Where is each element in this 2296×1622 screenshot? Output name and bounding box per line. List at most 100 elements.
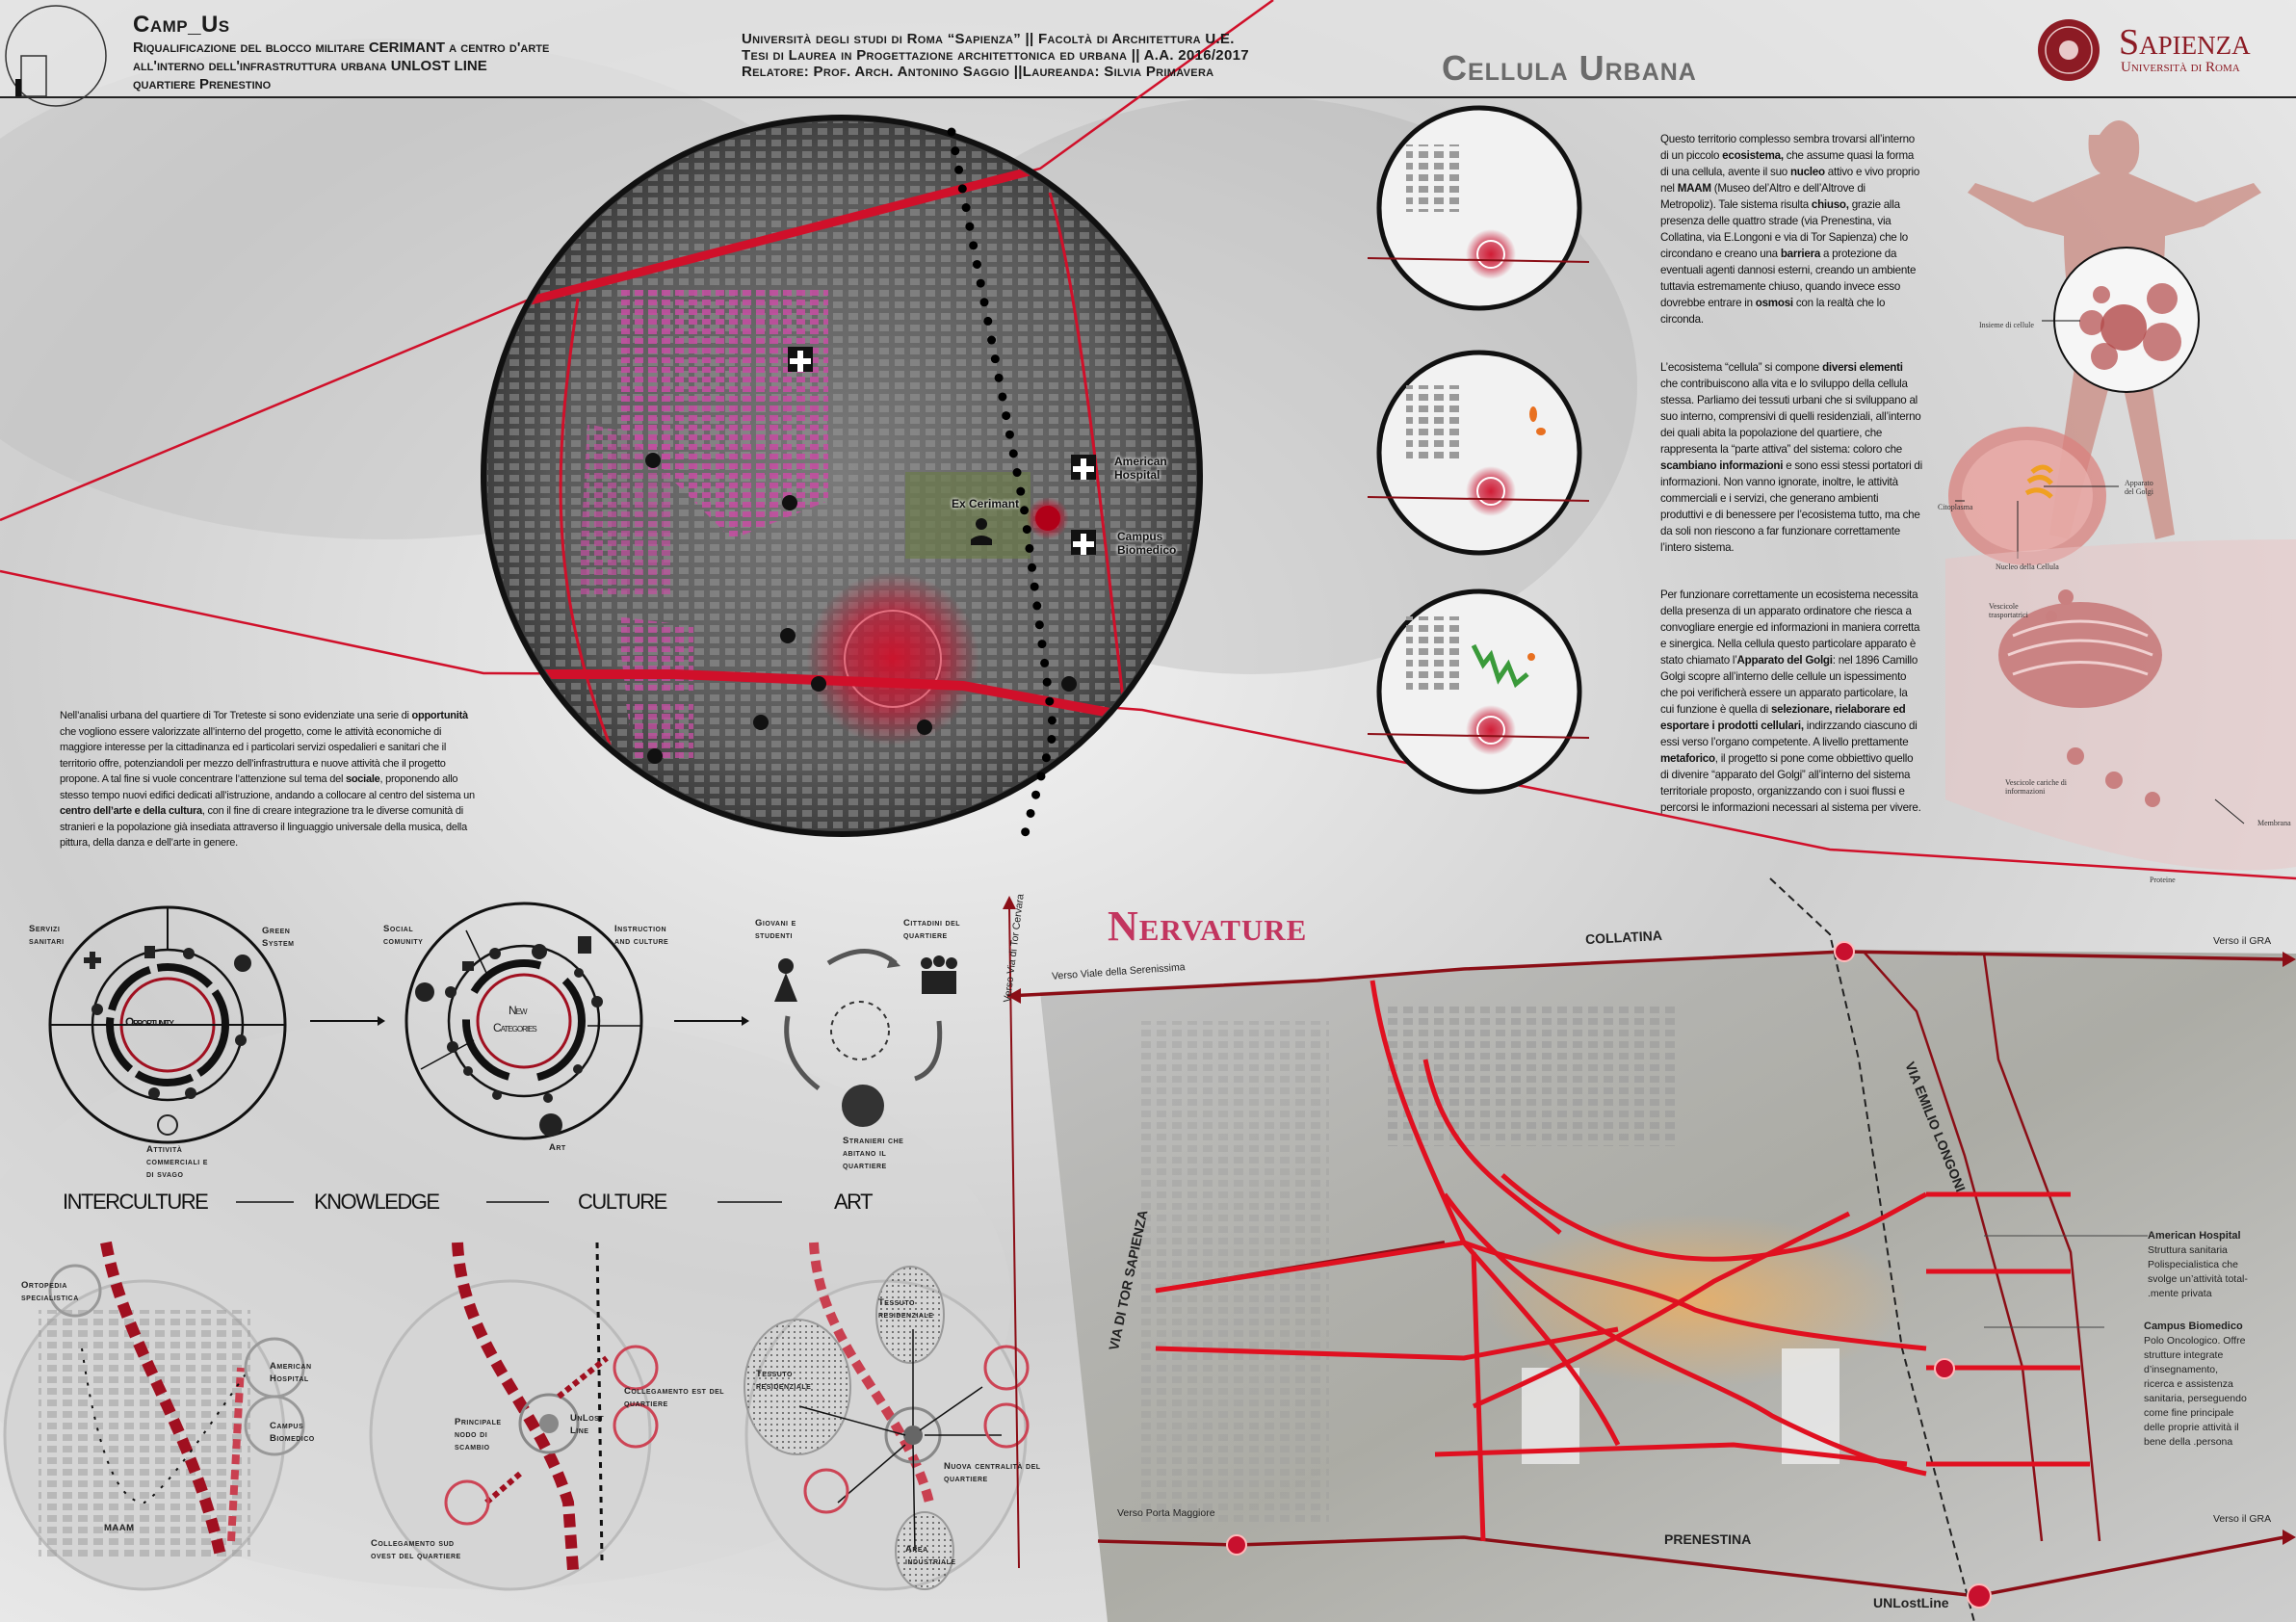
road-label-unlost: UNLostLine <box>1873 1595 1949 1610</box>
label-ortopedia: Ortopedia specialistica <box>21 1280 79 1303</box>
soldier-icon <box>971 518 992 545</box>
label-collegamento-sud-ovest: Collegamento sud ovest del quartiere <box>371 1538 461 1561</box>
road-line-south <box>0 569 2296 880</box>
cell-text-golgi: Per funzionare correttamente un ecosiste… <box>1660 587 1922 816</box>
label-collegamento-est: Collegamento est del quartiere <box>624 1386 725 1409</box>
label-instruction-culture: Instruction and culture <box>614 924 669 947</box>
dollar-icons <box>645 453 1077 764</box>
text-run: indirzzando ciascuno di essi verso l’org… <box>1660 719 1918 748</box>
via-collatina <box>1006 950 2285 998</box>
thesis-line: Tesi di Laurea in Progettazione architet… <box>742 47 1249 64</box>
bold-term: barriera <box>1780 248 1821 260</box>
bold-term: MAAM <box>1677 182 1711 195</box>
label-maam: MAAM <box>104 1523 135 1533</box>
sapienza-logo-name: Sapienza <box>2119 22 2251 63</box>
cell-text-ecosystem: Questo territorio complesso sembra trova… <box>1660 131 1922 327</box>
label-tessuto-residenziale-2: Tessuto residenziale <box>756 1369 812 1392</box>
culture-icons <box>415 936 603 1137</box>
text-run: a protezione da eventuali agenti dannosi… <box>1660 248 1917 309</box>
text-run: , proponendo allo stesso tempo nuovi edi… <box>60 773 475 801</box>
nervature-title: Nervature <box>1108 903 1308 950</box>
nervature-map <box>1003 877 2296 1622</box>
via-prenestina <box>1097 1535 2285 1598</box>
bold-term: opportunità <box>411 710 469 721</box>
text-run: : nel 1896 Camillo Golgi scopre all’inte… <box>1660 654 1918 716</box>
road-label-prenestina: PRENESTINA <box>1664 1531 1752 1547</box>
label-green-system: Green System <box>262 926 295 949</box>
hospital-icon <box>1071 455 1096 480</box>
bold-term: centro dell’arte e della cultura <box>60 805 202 817</box>
text-run: L’ecosistema “cellula” si compone <box>1660 361 1823 374</box>
bold-term: osmosi <box>1755 297 1793 309</box>
text-run: , il progetto si pone come obbiettivo qu… <box>1660 752 1921 814</box>
cell-diagram-1 <box>1367 105 1590 311</box>
bold-term: diversi elementi <box>1822 361 1903 374</box>
american-hospital-desc: Struttura sanitaria Polispecialistica ch… <box>2148 1244 2248 1299</box>
label-ex-cerimant: Ex Cerimant <box>952 497 1020 510</box>
golgi-illustration <box>1945 539 2296 871</box>
label-art: Art <box>549 1142 566 1153</box>
campus-biomedico-title: Campus Biomedico <box>2144 1321 2243 1332</box>
hospital-icon <box>1071 530 1096 555</box>
categories-wheel <box>404 902 643 1140</box>
flow-interculture: INTERCULTURE <box>63 1190 209 1214</box>
label-stranieri: Stranieri che abitano il quartiere <box>843 1136 904 1171</box>
bold-term: Apparato del Golgi <box>1736 654 1833 667</box>
unlost-line-dashed <box>1769 877 1975 1622</box>
supervisor-line: Relatore: Prof. Arch. Antonino Saggio ||… <box>742 64 1214 80</box>
label-proteins: Proteine <box>2150 876 2176 884</box>
cell-diagram-2 <box>1367 350 1590 556</box>
label-american-hospital-scheme: American Hospital <box>270 1361 312 1384</box>
label-vesicles-transport: Vescicole trasportatrici <box>1989 602 2028 619</box>
via-longoni <box>1863 951 2044 1542</box>
aerial-map-circle <box>481 115 1203 839</box>
unlost-line-dotted <box>947 127 1058 839</box>
text-run: che assume quasi la forma di una cellula… <box>1660 149 1915 178</box>
maam-nucleus <box>806 572 979 746</box>
label-cittadini: Cittadini del quartiere <box>903 918 961 941</box>
university-info: Università degli studi di Roma “Sapienza… <box>742 31 1249 80</box>
label-membrane: Membrana <box>2257 819 2291 827</box>
text-run: e sono essi stessi portatori di informaz… <box>1660 459 1922 554</box>
label-nuova-centralita: Nuova centralità del quartiere <box>944 1461 1041 1484</box>
label-verso-gra-bottom: Verso il GRA <box>2213 1513 2272 1525</box>
opportunity-center-label: Opportunity <box>125 1015 174 1029</box>
new-categories-label-1: New <box>509 1004 528 1017</box>
opportunity-wheel <box>48 905 287 1144</box>
campus-biomedico-desc: Polo Oncologico. Offre strutture integra… <box>2144 1335 2247 1448</box>
label-verso-gra-top: Verso il GRA <box>2213 935 2272 947</box>
label-area-industriale: Area industriale <box>905 1544 956 1567</box>
red-nerve-network <box>1155 980 2090 1542</box>
label-vesicles-info: Vescicole cariche di informazioni <box>2005 778 2067 796</box>
cell-text-elements: L’ecosistema “cellula” si compone divers… <box>1660 359 1922 556</box>
text-run: (Museo del’Altro e dell’Altrove di Metro… <box>1660 182 1866 211</box>
node-markers <box>1226 941 1992 1609</box>
subtitle-line: all'interno dell'infrastruttura urbana U… <box>133 58 487 74</box>
label-american-hospital: American Hospital <box>1114 455 1167 482</box>
bold-term: metaforico <box>1660 752 1715 765</box>
label-campus-biomedico: Campus Biomedico <box>1117 530 1177 557</box>
label-cells: Insieme di cellule <box>1979 321 2034 329</box>
ex-cerimant-area <box>905 472 1031 559</box>
sapienza-logo-subtitle: Università di Roma <box>2121 60 2240 75</box>
bold-term: nucleo <box>1789 166 1825 178</box>
label-nodo-scambio: Principale nodo di scambio <box>455 1417 502 1452</box>
scheme-circle-3 <box>744 1242 1030 1591</box>
label-cytoplasm: Citoplasma <box>1938 503 1973 511</box>
label-campus-biomedico-scheme: Campus Biomedico <box>270 1421 315 1444</box>
intro-text: Nell’analisi urbana del quartiere di Tor… <box>60 708 476 851</box>
american-hospital-info: American Hospital Struttura sanitaria Po… <box>2148 1229 2249 1301</box>
flow-culture: CULTURE <box>578 1190 667 1214</box>
label-unlost-line: UnLost Line <box>570 1413 605 1436</box>
text-run: che vogliono essere valorizzate all’inte… <box>60 725 447 786</box>
label-attivita-commerciali: Attività commerciali e di svago <box>146 1144 208 1180</box>
label-tessuto-residenziale-1: Tessuto residenziale <box>878 1297 934 1321</box>
bold-term: sociale <box>345 773 380 785</box>
text-run: Questo territorio complesso sembra trova… <box>1660 133 1915 162</box>
text-run: grazie alla presenza delle quattro strad… <box>1660 198 1908 260</box>
project-title: Camp_Us <box>133 12 230 38</box>
text-run: , con il fine di creare integrazione tra… <box>60 805 467 849</box>
section-title: Cellula Urbana <box>1442 48 1697 88</box>
flow-knowledge: KNOWLEDGE <box>314 1190 440 1214</box>
via-tor-cervara <box>1008 906 1020 1569</box>
